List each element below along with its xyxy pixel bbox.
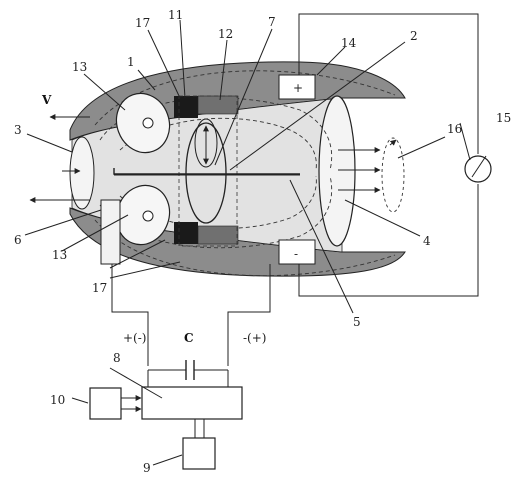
right-polarity: -(+): [243, 331, 266, 345]
label-7: 7: [268, 15, 276, 29]
coil-lower-core: [142, 210, 154, 222]
label-15: 15: [496, 111, 511, 125]
magnet-lower-grey: [197, 225, 239, 245]
circuit-to-meter: [298, 13, 479, 154]
label-4: 4: [423, 234, 431, 248]
velocity-symbol: V: [41, 93, 52, 107]
meter-needle: [471, 155, 487, 178]
label-13-upper: 13: [72, 60, 87, 74]
wire-left: [111, 264, 149, 366]
label-13-lower: 13: [52, 248, 67, 262]
magnet-frame: [178, 95, 238, 247]
label-1: 1: [127, 55, 135, 69]
field-line-upper-2: [119, 117, 317, 171]
left-polarity: +(-): [123, 331, 146, 345]
exhaust-oval-arrow: [389, 139, 397, 146]
inlet-nozzle: [69, 136, 95, 210]
label-6: 6: [14, 233, 22, 247]
exit-plane: [318, 95, 356, 247]
box-9: [182, 437, 216, 470]
label-11: 11: [168, 8, 183, 22]
electrode-block: [100, 199, 121, 265]
capacitor-symbol: C: [184, 331, 194, 345]
label-5: 5: [353, 315, 361, 329]
label-9: 9: [143, 461, 151, 475]
ring-element: [185, 122, 227, 224]
field-line-lower-2: [119, 175, 317, 229]
electrode-rod: [113, 168, 300, 175]
leader-lines: [24, 19, 471, 466]
label-2: 2: [410, 29, 418, 43]
terminal-plus-sign: +: [293, 81, 303, 95]
label-17-lower: 17: [92, 281, 107, 295]
exhaust-oval: [381, 137, 405, 213]
meter: [464, 155, 492, 183]
coil-upper-core: [142, 117, 154, 129]
magnet-upper-dark: [174, 96, 198, 118]
controller-box: [141, 386, 243, 420]
magnet-upper-grey: [197, 95, 239, 115]
label-12: 12: [218, 27, 233, 41]
box-10: [89, 387, 122, 420]
terminal-plus: [278, 74, 316, 100]
label-14: 14: [341, 36, 357, 50]
label-10: 10: [50, 393, 65, 407]
field-line-outer: [94, 70, 396, 126]
magnet-lower-dark: [174, 222, 198, 244]
label-3: 3: [14, 123, 22, 137]
field-line-upper-1: [99, 97, 333, 171]
label-8: 8: [113, 351, 121, 365]
terminal-minus: [278, 239, 316, 265]
label-16: 16: [447, 122, 462, 136]
circuit-from-meter: [298, 184, 479, 297]
terminal-minus-sign: -: [294, 247, 298, 261]
label-17-upper: 17: [135, 16, 150, 30]
wire-right: [227, 264, 271, 366]
ring-inner: [194, 118, 218, 168]
field-line-outer-low: [94, 219, 396, 277]
